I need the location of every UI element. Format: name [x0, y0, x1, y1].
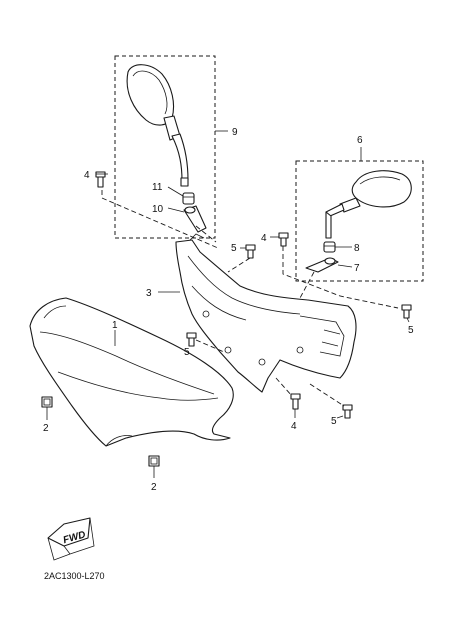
bolt-icon [290, 393, 301, 410]
bolt-icon [186, 332, 197, 347]
callout-2a: 2 [43, 423, 49, 434]
leader-5b [406, 317, 410, 323]
callout-5b: 5 [408, 325, 414, 336]
callout-4b: 4 [261, 233, 267, 244]
assembly-line-g [195, 225, 217, 243]
bolt-icon [342, 404, 353, 419]
clip-nut-icon [148, 455, 160, 467]
bolt-icon [401, 304, 412, 319]
nut-8 [323, 241, 336, 253]
callout-9: 9 [232, 127, 238, 138]
assembly-line-a [101, 190, 219, 249]
cover-10 [183, 205, 207, 233]
bolt-icon [245, 244, 256, 259]
diagram-code: 2AC1300-L270 [44, 571, 105, 581]
assembly-line-d [195, 339, 225, 353]
callout-2b: 2 [151, 482, 157, 493]
mirror-assembly-right [295, 147, 424, 282]
mirror-icon [325, 170, 412, 239]
callout-7: 7 [354, 263, 360, 274]
callout-5a: 5 [231, 243, 237, 254]
assembly-line-h [299, 271, 315, 299]
assembly-line-e [275, 377, 293, 397]
handlebar-cover-front [29, 297, 234, 447]
callout-8: 8 [354, 243, 360, 254]
callout-1: 1 [112, 320, 118, 331]
callout-6: 6 [357, 135, 363, 146]
group-box-6 [295, 160, 424, 282]
mirror-assembly-left [114, 55, 228, 239]
leader-11 [167, 186, 184, 197]
clip-nut-icon [41, 396, 53, 408]
callout-5c: 5 [184, 347, 190, 358]
leader-5d [336, 415, 344, 419]
fwd-arrow-icon: FWD [47, 517, 95, 561]
handlebar-cover-rear [175, 233, 357, 393]
group-box-9 [114, 55, 216, 239]
callout-4c: 4 [291, 421, 297, 432]
assembly-line-c [227, 257, 251, 273]
mirror-icon [126, 64, 189, 187]
bolt-icon [95, 171, 106, 188]
cover-7 [305, 257, 339, 273]
assembly-line-b [282, 246, 399, 309]
assembly-line-f [309, 383, 345, 407]
leader-7 [337, 264, 353, 268]
callout-3: 3 [146, 288, 152, 299]
callout-4a: 4 [84, 170, 90, 181]
nut-11 [182, 192, 195, 205]
callout-5d: 5 [331, 416, 337, 427]
callout-11: 11 [152, 182, 163, 193]
leader-10 [167, 207, 185, 213]
callout-10: 10 [152, 204, 164, 215]
bolt-icon [278, 232, 289, 247]
